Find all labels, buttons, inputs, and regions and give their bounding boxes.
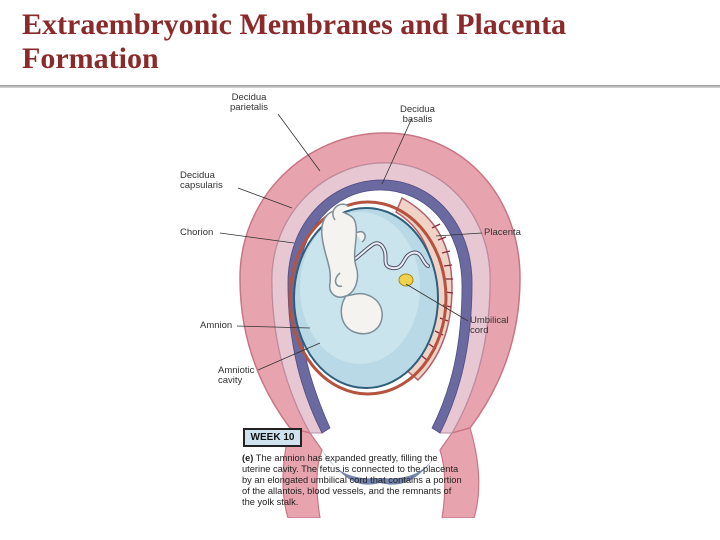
week-badge: WEEK 10 xyxy=(243,428,302,447)
uterine-cavity xyxy=(287,179,473,434)
yolk-sac xyxy=(398,273,414,287)
slide-title: Extraembryonic Membranes and Placenta Fo… xyxy=(22,8,567,75)
caption-text: The amnion has expanded greatly, filling… xyxy=(242,453,462,507)
figure-caption: (e) The amnion has expanded greatly, fil… xyxy=(242,453,462,508)
cervix-right xyxy=(439,427,480,518)
cervical-canal xyxy=(322,450,440,485)
label-amnion: Amnion xyxy=(200,320,233,331)
caption-marker: (e) xyxy=(242,453,254,463)
fetus xyxy=(321,203,383,335)
label-chorion: Chorion xyxy=(180,227,214,238)
title-divider xyxy=(0,85,720,88)
cervix xyxy=(282,427,323,518)
label-placenta: Placenta xyxy=(484,227,521,238)
